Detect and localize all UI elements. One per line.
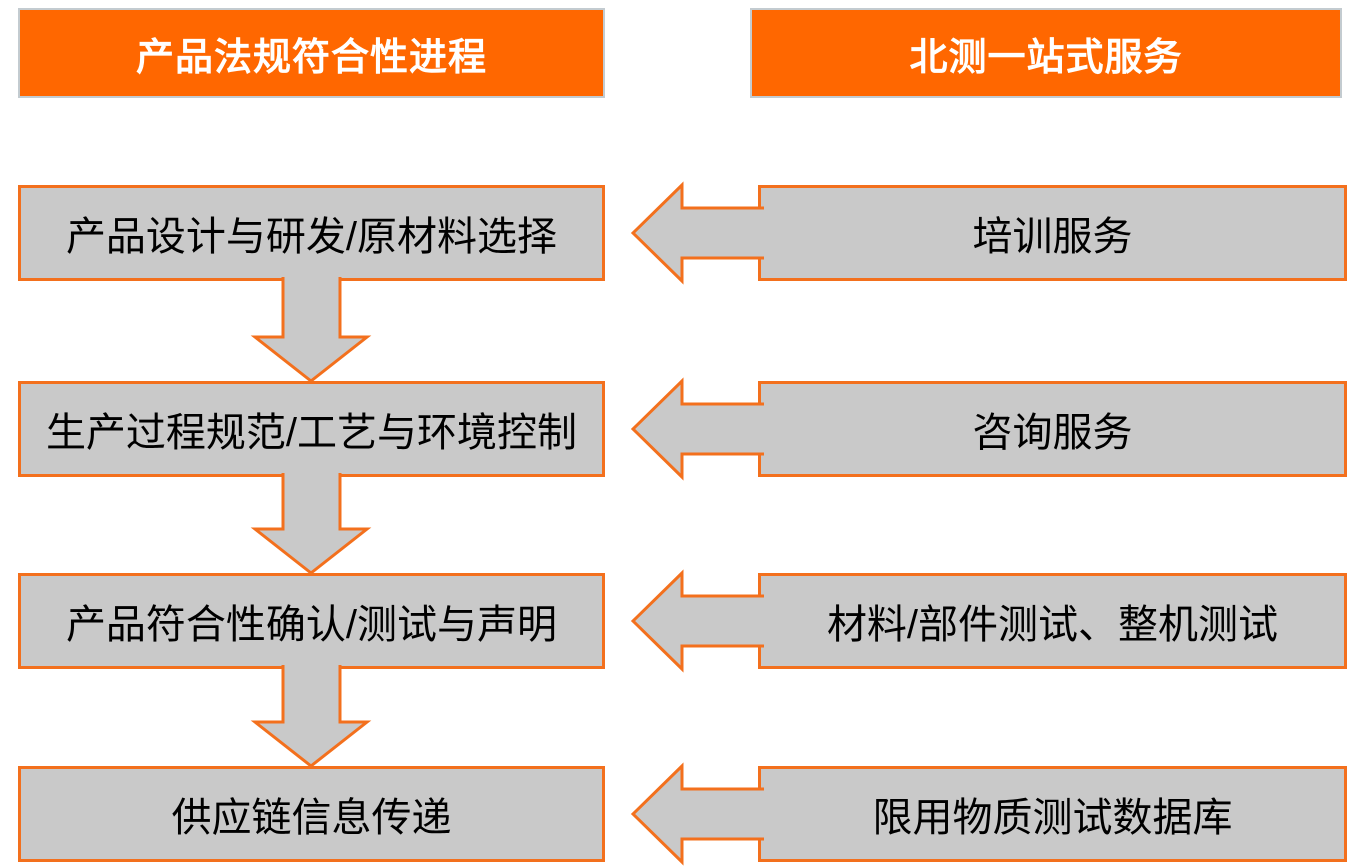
right-column-header: 北测一站式服务 — [750, 8, 1342, 98]
process-step-label: 供应链信息传递 — [171, 796, 452, 840]
flow-down-arrow-icon — [250, 473, 372, 575]
service-label: 材料/部件测试、整机测试 — [826, 603, 1279, 647]
service-box-1: 培训服务 — [758, 185, 1347, 281]
process-step-label: 生产过程规范/工艺与环境控制 — [45, 411, 578, 455]
service-label: 培训服务 — [972, 215, 1133, 259]
service-box-4: 限用物质测试数据库 — [758, 766, 1347, 862]
process-step-box-4: 供应链信息传递 — [18, 766, 605, 862]
process-step-label: 产品符合性确认/测试与声明 — [65, 603, 558, 647]
process-step-box-1: 产品设计与研发/原材料选择 — [18, 185, 605, 281]
process-step-box-3: 产品符合性确认/测试与声明 — [18, 573, 605, 669]
left-column-header: 产品法规符合性进程 — [18, 8, 605, 98]
left-column-header-label: 产品法规符合性进程 — [135, 36, 487, 79]
process-step-label: 产品设计与研发/原材料选择 — [65, 215, 558, 259]
service-left-arrow-icon — [630, 569, 764, 673]
flow-down-arrow-icon — [250, 665, 372, 768]
service-left-arrow-icon — [630, 762, 764, 866]
service-box-2: 咨询服务 — [758, 381, 1347, 477]
right-column-header-label: 北测一站式服务 — [909, 36, 1183, 79]
service-label: 咨询服务 — [972, 411, 1133, 455]
flow-down-arrow-icon — [250, 277, 372, 383]
service-box-3: 材料/部件测试、整机测试 — [758, 573, 1347, 669]
service-left-arrow-icon — [630, 181, 764, 285]
service-label: 限用物质测试数据库 — [872, 796, 1233, 840]
process-step-box-2: 生产过程规范/工艺与环境控制 — [18, 381, 605, 477]
service-left-arrow-icon — [630, 377, 764, 481]
